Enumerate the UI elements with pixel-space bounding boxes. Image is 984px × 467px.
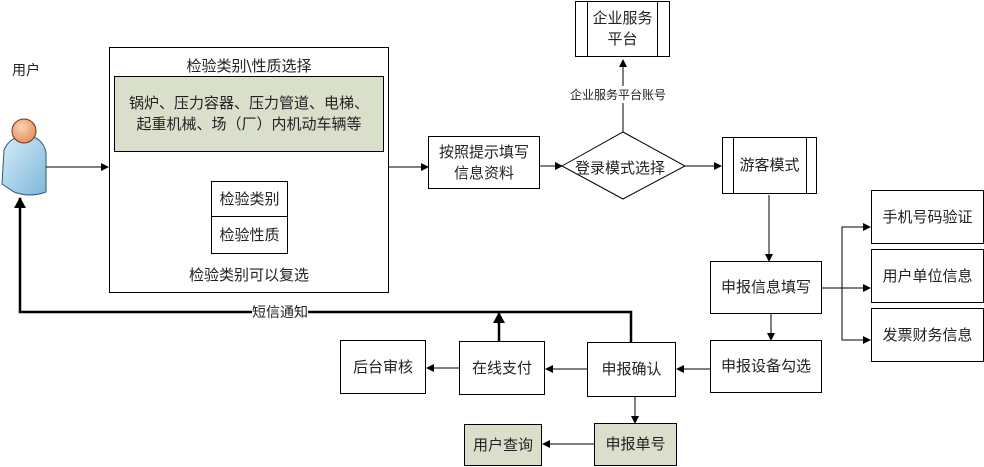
fill-info-box[interactable]: 按照提示填写 信息资料 [428, 136, 540, 189]
fill-info-line-2: 信息资料 [453, 163, 514, 182]
report-confirm-box[interactable]: 申报确认 [587, 342, 676, 397]
phone-verify-box[interactable]: 手机号码验证 [871, 190, 984, 244]
enterprise-line-1: 企业服务 [592, 9, 653, 27]
device-select-box[interactable]: 申报设备勾选 [710, 340, 822, 393]
guest-mode-box[interactable]: 游客模式 [722, 137, 817, 194]
backend-review-box[interactable]: 后台审核 [340, 340, 426, 394]
arrow-sms-to-user [14, 197, 633, 342]
enterprise-line-2: 平台 [607, 30, 638, 48]
invoice-info-box[interactable]: 发票财务信息 [871, 308, 984, 362]
arrow-report-to-invoice [841, 288, 871, 344]
login-mode-diamond [560, 131, 687, 200]
online-payment-box[interactable]: 在线支付 [459, 341, 545, 395]
inspection-panel: 检验类别\性质选择 锅炉、压力容器、压力管道、电梯、 起重机械、场（厂）内机动车… [109, 47, 389, 293]
enterprise-platform-box[interactable]: 企业服务 平台 [575, 1, 670, 57]
user-icon[interactable] [1, 118, 47, 196]
user-unit-info-box[interactable]: 用户单位信息 [871, 249, 984, 303]
sms-notice-label: 短信通知 [252, 302, 308, 322]
user-query-box[interactable]: 用户查询 [464, 424, 542, 466]
arrow-report-to-phone [841, 223, 871, 288]
categories-line-2: 起重机械、场（厂）内机动车辆等 [136, 115, 362, 133]
categories-box[interactable]: 锅炉、压力容器、压力管道、电梯、 起重机械、场（厂）内机动车辆等 [114, 76, 384, 152]
login-mode-label[interactable]: 登录模式选择 [575, 159, 666, 177]
option-nature[interactable]: 检验性质 [211, 216, 288, 254]
option-category[interactable]: 检验类别 [211, 181, 288, 217]
fill-info-line-1: 按照提示填写 [438, 142, 529, 161]
enterprise-account-label: 企业服务平台账号 [570, 86, 667, 103]
panel-footer-note: 检验类别可以复选 [188, 266, 309, 284]
panel-title: 检验类别\性质选择 [186, 57, 312, 75]
report-number-box[interactable]: 申报单号 [594, 423, 677, 466]
user-label: 用户 [12, 60, 40, 80]
categories-line-1: 锅炉、压力容器、压力管道、电梯、 [128, 94, 369, 112]
guest-mode-label: 游客模式 [739, 156, 800, 174]
report-fill-box[interactable]: 申报信息填写 [710, 261, 822, 314]
